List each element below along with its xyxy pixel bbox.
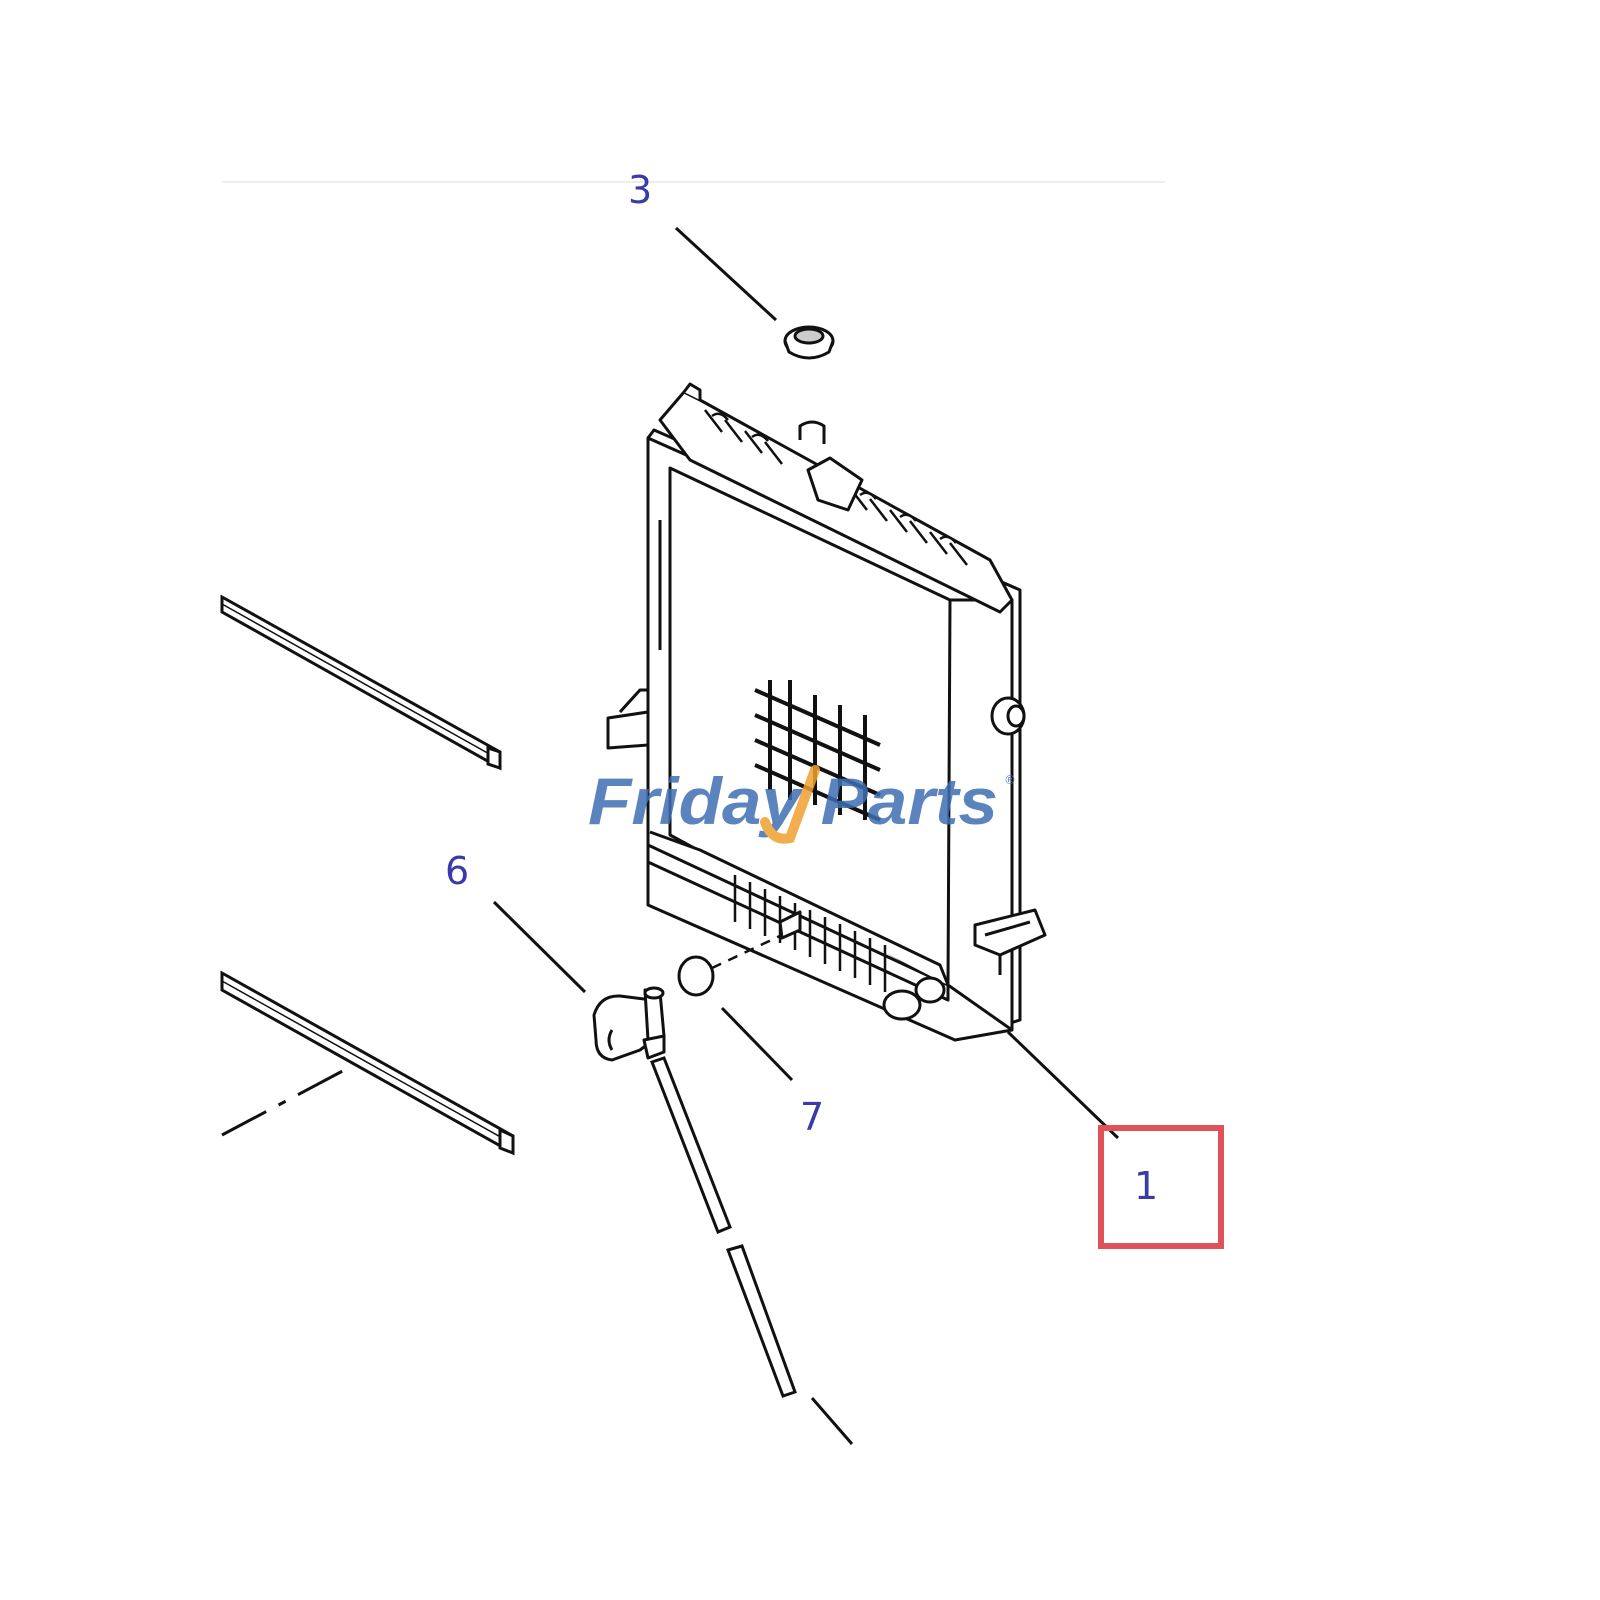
fridayparts-logo-watermark: Friday Parts ® — [588, 764, 1016, 844]
core-grid-mark — [754, 680, 881, 822]
callout-7: 7 — [800, 1095, 824, 1139]
part-3-radiator-cap — [783, 325, 835, 360]
part-1-radiator — [606, 382, 1047, 1042]
part-7-o-ring — [677, 955, 715, 997]
rod-lower — [220, 970, 515, 1156]
callout-1: 1 — [1134, 1164, 1158, 1208]
part-7-dashed-axis — [711, 933, 783, 970]
leader-line-7 — [720, 1006, 794, 1082]
leader-line-3 — [674, 226, 778, 322]
drain-hose — [650, 1056, 797, 1398]
callout-3: 3 — [628, 168, 652, 212]
highlight-box — [1098, 1125, 1224, 1249]
part-6-drain-cock — [592, 986, 666, 1062]
svg-text:®: ® — [1004, 773, 1016, 787]
leader-line-6 — [492, 900, 587, 994]
rod-upper — [220, 594, 502, 771]
callout-6: 6 — [445, 849, 469, 893]
hose-leader-tail — [810, 1397, 854, 1445]
leader-line-1 — [1006, 1030, 1120, 1140]
rod-dashed-line — [221, 1064, 353, 1137]
